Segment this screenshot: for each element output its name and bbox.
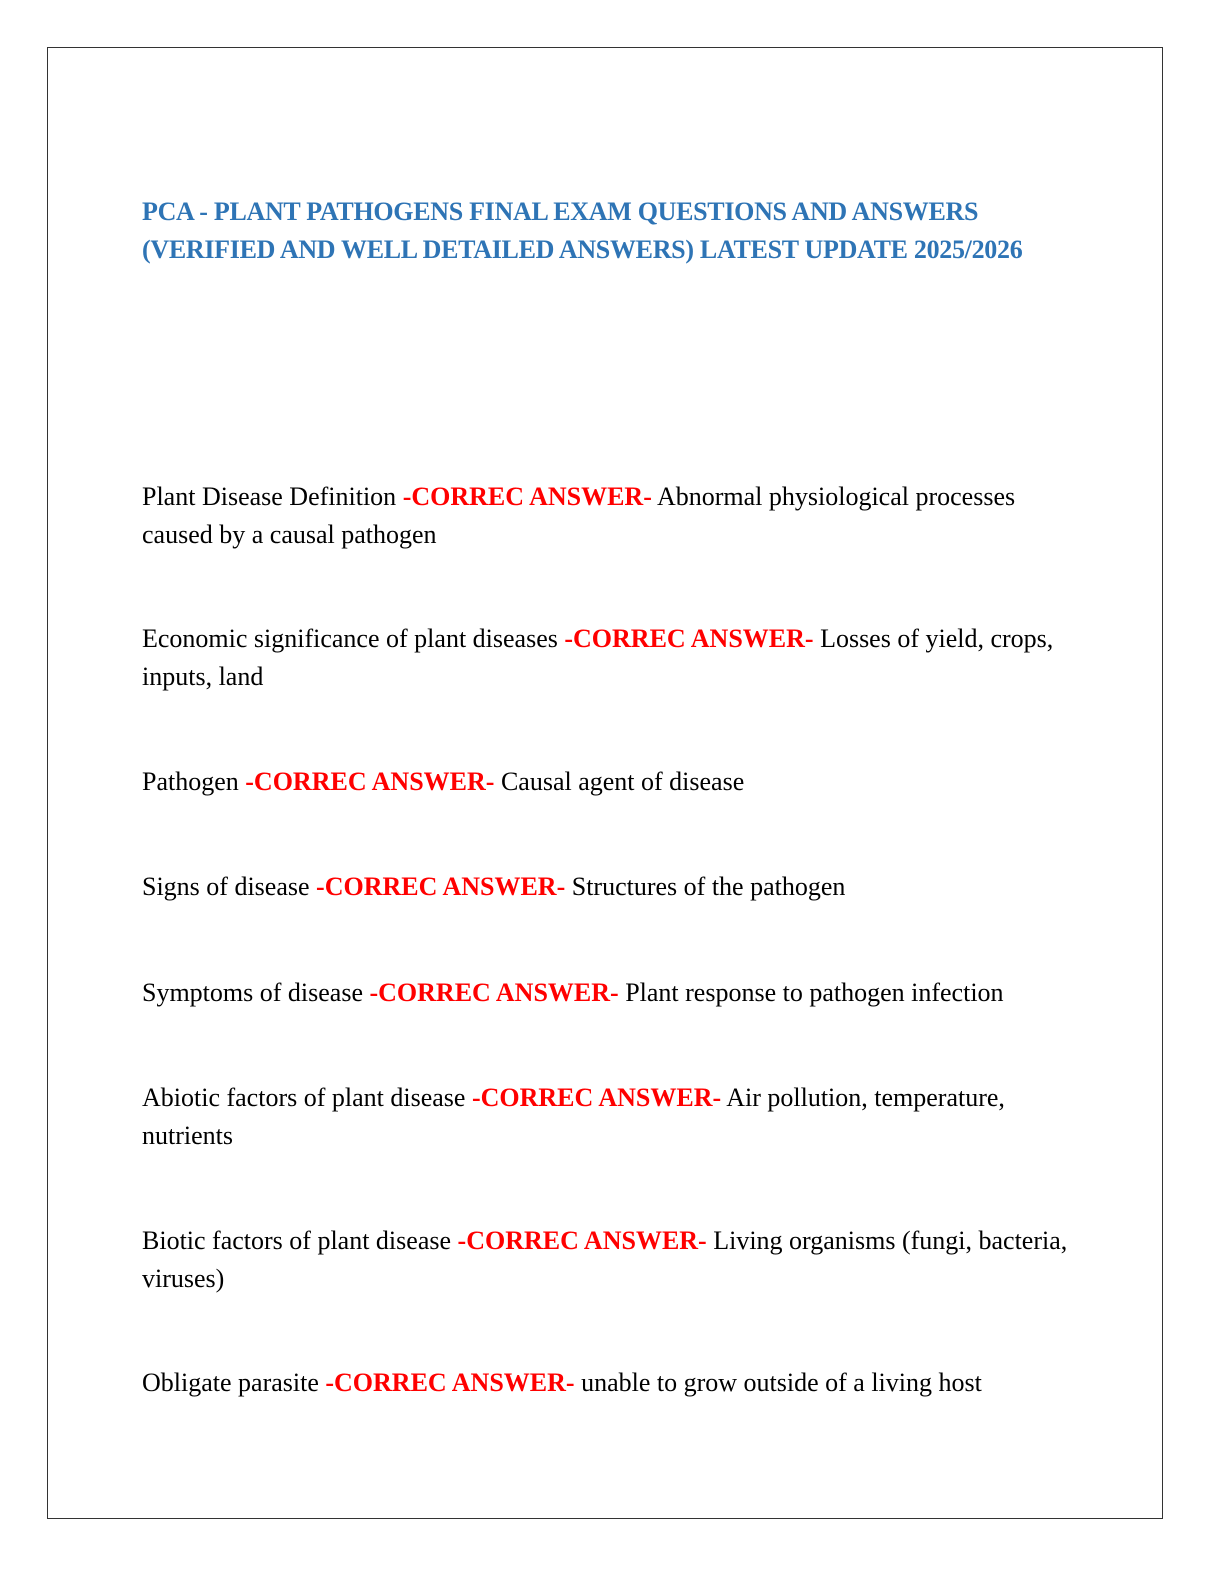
qa-term: Economic significance of plant diseases [142,624,558,653]
qa-item-abiotic-factors: Abiotic factors of plant disease -CORREC… [142,1079,1082,1155]
page-border [47,47,1163,1519]
qa-answer: Plant response to pathogen infection [625,978,1004,1007]
qa-item-plant-disease-definition: Plant Disease Definition -CORREC ANSWER-… [142,478,1082,554]
qa-answer: Causal agent of disease [500,767,745,796]
qa-term: Obligate parasite [142,1368,319,1397]
qa-item-signs-of-disease: Signs of disease -CORREC ANSWER- Structu… [142,868,1082,906]
answer-marker: -CORREC ANSWER- [564,624,814,653]
qa-item-obligate-parasite: Obligate parasite -CORREC ANSWER- unable… [142,1364,1082,1402]
qa-term: Abiotic factors of plant disease [142,1083,466,1112]
qa-answer: unable to grow outside of a living host [581,1368,982,1397]
answer-marker: -CORREC ANSWER- [402,482,652,511]
document-title: PCA - PLANT PATHOGENS FINAL EXAM QUESTIO… [142,197,1023,264]
qa-answer: Living organisms (fungi, bacteria, virus… [142,1226,1068,1293]
qa-answer: Air pollution, temperature, nutrients [142,1083,1005,1150]
answer-marker: -CORREC ANSWER- [316,872,566,901]
qa-item-biotic-factors: Biotic factors of plant disease -CORREC … [142,1222,1082,1298]
qa-item-pathogen: Pathogen -CORREC ANSWER- Causal agent of… [142,763,1082,801]
qa-item-economic-significance: Economic significance of plant diseases … [142,620,1082,696]
answer-marker: -CORREC ANSWER- [325,1368,575,1397]
qa-term: Symptoms of disease [142,978,363,1007]
answer-marker: -CORREC ANSWER- [471,1083,722,1112]
qa-term: Plant Disease Definition [142,482,397,511]
qa-term: Pathogen [142,767,239,796]
qa-answer: Abnormal physiological processes caused … [142,482,1016,549]
qa-term: Signs of disease [142,872,310,901]
answer-marker: -CORREC ANSWER- [245,767,495,796]
answer-marker: -CORREC ANSWER- [369,978,619,1007]
qa-term: Biotic factors of plant disease [142,1226,452,1255]
answer-marker: -CORREC ANSWER- [457,1226,707,1255]
qa-answer: Structures of the pathogen [571,872,846,901]
qa-item-symptoms-of-disease: Symptoms of disease -CORREC ANSWER- Plan… [142,974,1082,1012]
qa-answer: Losses of yield, crops, inputs, land [142,624,1054,691]
